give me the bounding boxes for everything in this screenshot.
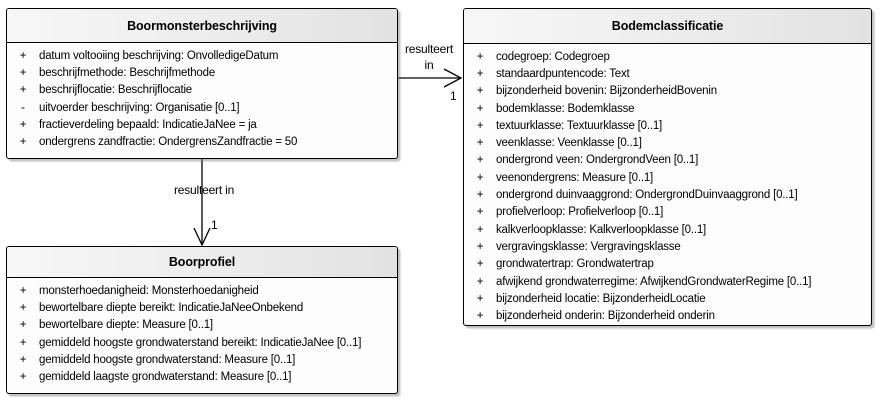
association-label-resulteert-in-horizontal: resulteert in [404, 42, 454, 72]
attribute-row[interactable]: + fractieverdeling bepaald: IndicatieJaNe… [7, 116, 397, 133]
visibility-marker: + [19, 49, 27, 62]
attribute-row[interactable]: + afwijkend grondwaterregime: AfwijkendGr… [464, 273, 871, 290]
attribute-text: bijzonderheid onderin: Bijzonderheid ond… [496, 310, 715, 323]
class-box-bodemclassificatie[interactable]: Bodemclassificatie + codegroep: Codegroep… [463, 8, 872, 326]
class-attribute-list: + datum voltooiing beschrijving: Onvolled… [7, 43, 397, 151]
open-arrowhead-down-icon [193, 227, 211, 247]
attribute-row[interactable]: + beschrijflocatie: Beschrijflocatie [7, 82, 397, 99]
attribute-text: ondergrens zandfractie: OndergrensZandfr… [39, 136, 298, 149]
visibility-marker: + [19, 118, 27, 131]
visibility-marker: + [476, 171, 484, 184]
attribute-row[interactable]: + bewortelbare diepte: Measure [0..1] [7, 317, 397, 334]
attribute-text: bewortelbare diepte bereikt: IndicatieJa… [39, 301, 304, 314]
attribute-row[interactable]: + bijzonderheid locatie: BijzonderheidLoc… [464, 290, 871, 307]
class-title: Boormonsterbeschrijving [7, 9, 397, 43]
attribute-row[interactable]: + standaardpuntencode: Text [464, 65, 871, 82]
attribute-text: ondergrond veen: OndergrondVeen [0..1] [496, 154, 699, 167]
attribute-text: afwijkend grondwaterregime: AfwijkendGro… [496, 275, 812, 288]
attribute-text: grondwatertrap: Grondwatertrap [496, 258, 654, 271]
attribute-text: veenklasse: Veenklasse [0..1] [496, 137, 642, 150]
attribute-text: veenondergrens: Measure [0..1] [496, 171, 654, 184]
visibility-marker: + [19, 84, 27, 97]
visibility-marker: + [476, 102, 484, 115]
visibility-marker: + [476, 50, 484, 63]
attribute-row[interactable]: + gemiddeld hoogste grondwaterstand: Meas… [7, 351, 397, 368]
attribute-row[interactable]: + grondwatertrap: Grondwatertrap [464, 256, 871, 273]
visibility-marker: + [476, 240, 484, 253]
visibility-marker: + [476, 223, 484, 236]
visibility-marker: + [19, 353, 27, 366]
attribute-row[interactable]: + datum voltooiing beschrijving: Onvolled… [7, 47, 397, 64]
multiplicity-label-horizontal: 1 [450, 89, 457, 103]
attribute-text: vergravingsklasse: Vergravingsklasse [496, 240, 681, 253]
attribute-row[interactable]: + monsterhoedanigheid: Monsterhoedanighei… [7, 282, 397, 299]
visibility-marker: + [476, 154, 484, 167]
attribute-row[interactable]: + textuurklasse: Textuurklasse [0..1] [464, 117, 871, 134]
visibility-marker: + [476, 275, 484, 288]
visibility-marker: + [476, 85, 484, 98]
visibility-marker: + [476, 310, 484, 323]
visibility-marker: + [476, 119, 484, 132]
attribute-text: profielverloop: Profielverloop [0..1] [496, 206, 664, 219]
class-title: Bodemclassificatie [464, 9, 871, 44]
visibility-marker: + [19, 319, 27, 332]
multiplicity-label-vertical: 1 [211, 218, 218, 232]
attribute-text: bewortelbare diepte: Measure [0..1] [39, 319, 213, 332]
attribute-text: ondergrond duinvaaggrond: OndergrondDuin… [496, 189, 798, 202]
attribute-text: standaardpuntencode: Text [496, 67, 630, 80]
attribute-text: gemiddeld hoogste grondwaterstand: Measu… [39, 353, 296, 366]
attribute-text: uitvoerder beschrijving: Organisatie [0.… [39, 101, 240, 114]
class-box-boormonsterbeschrijving[interactable]: Boormonsterbeschrijving + datum voltooiin… [6, 8, 398, 159]
visibility-marker: - [21, 101, 25, 114]
attribute-text: codegroep: Codegroep [496, 50, 610, 63]
attribute-text: bijzonderheid locatie: BijzonderheidLoca… [496, 292, 706, 305]
attribute-text: monsterhoedanigheid: Monsterhoedanigheid [39, 284, 259, 297]
attribute-row[interactable]: + codegroep: Codegroep [464, 48, 871, 65]
attribute-row[interactable]: + profielverloop: Profielverloop [0..1] [464, 204, 871, 221]
class-title: Boorprofiel [7, 247, 397, 278]
association-resulteert-in-boorprofiel[interactable] [193, 159, 211, 247]
attribute-text: beschrijflocatie: Beschrijflocatie [39, 84, 192, 97]
attribute-text: bijzonderheid bovenin: BijzonderheidBove… [496, 85, 717, 98]
attribute-row[interactable]: + gemiddeld hoogste grondwaterstand berei… [7, 334, 397, 351]
attribute-text: bodemklasse: Bodemklasse [496, 102, 635, 115]
attribute-row[interactable]: + kalkverloopklasse: Kalkverloopklasse [0… [464, 221, 871, 238]
class-attribute-list: + codegroep: Codegroep + standaardpuntencod… [464, 44, 871, 325]
visibility-marker: + [19, 66, 27, 79]
attribute-row[interactable]: + ondergrens zandfractie: OndergrensZandf… [7, 133, 397, 150]
attribute-text: fractieverdeling bepaald: IndicatieJaNee… [39, 118, 257, 131]
visibility-marker: + [476, 67, 484, 80]
visibility-marker: + [476, 292, 484, 305]
attribute-row[interactable]: + bodemklasse: Bodemklasse [464, 100, 871, 117]
attribute-text: textuurklasse: Textuurklasse [0..1] [496, 119, 663, 132]
attribute-row[interactable]: + ondergrond duinvaaggrond: OndergrondDui… [464, 186, 871, 203]
visibility-marker: + [476, 206, 484, 219]
attribute-text: kalkverloopklasse: Kalkverloopklasse [0.… [496, 223, 707, 236]
attribute-row[interactable]: + ondergrond veen: OndergrondVeen [0..1] [464, 152, 871, 169]
visibility-marker: + [19, 284, 27, 297]
attribute-row[interactable]: + bijzonderheid bovenin: BijzonderheidBov… [464, 83, 871, 100]
attribute-text: beschrijfmethode: Beschrijfmethode [39, 66, 216, 79]
attribute-row[interactable]: + beschrijfmethode: Beschrijfmethode [7, 64, 397, 81]
class-box-boorprofiel[interactable]: Boorprofiel + monsterhoedanigheid: Monste… [6, 246, 398, 394]
visibility-marker: + [476, 189, 484, 202]
association-label-resulteert-in-vertical: resulteert in [173, 183, 235, 197]
visibility-marker: + [476, 258, 484, 271]
visibility-marker: + [19, 301, 27, 314]
attribute-text: gemiddeld laagste grondwaterstand: Measu… [39, 371, 292, 384]
attribute-row[interactable]: - uitvoerder beschrijving: Organisatie [0… [7, 99, 397, 116]
visibility-marker: + [19, 371, 27, 384]
attribute-row[interactable]: + veenondergrens: Measure [0..1] [464, 169, 871, 186]
attribute-row[interactable]: + gemiddeld laagste grondwaterstand: Meas… [7, 368, 397, 385]
class-attribute-list: + monsterhoedanigheid: Monsterhoedanighei… [7, 278, 397, 386]
attribute-row[interactable]: + bijzonderheid onderin: Bijzonderheid on… [464, 307, 871, 324]
attribute-row[interactable]: + veenklasse: Veenklasse [0..1] [464, 134, 871, 151]
visibility-marker: + [476, 137, 484, 150]
visibility-marker: + [19, 336, 27, 349]
attribute-text: gemiddeld hoogste grondwaterstand bereik… [39, 336, 362, 349]
visibility-marker: + [19, 136, 27, 149]
attribute-row[interactable]: + bewortelbare diepte bereikt: IndicatieJ… [7, 299, 397, 316]
attribute-row[interactable]: + vergravingsklasse: Vergravingsklasse [464, 238, 871, 255]
attribute-text: datum voltooiing beschrijving: Onvolledi… [39, 49, 279, 62]
